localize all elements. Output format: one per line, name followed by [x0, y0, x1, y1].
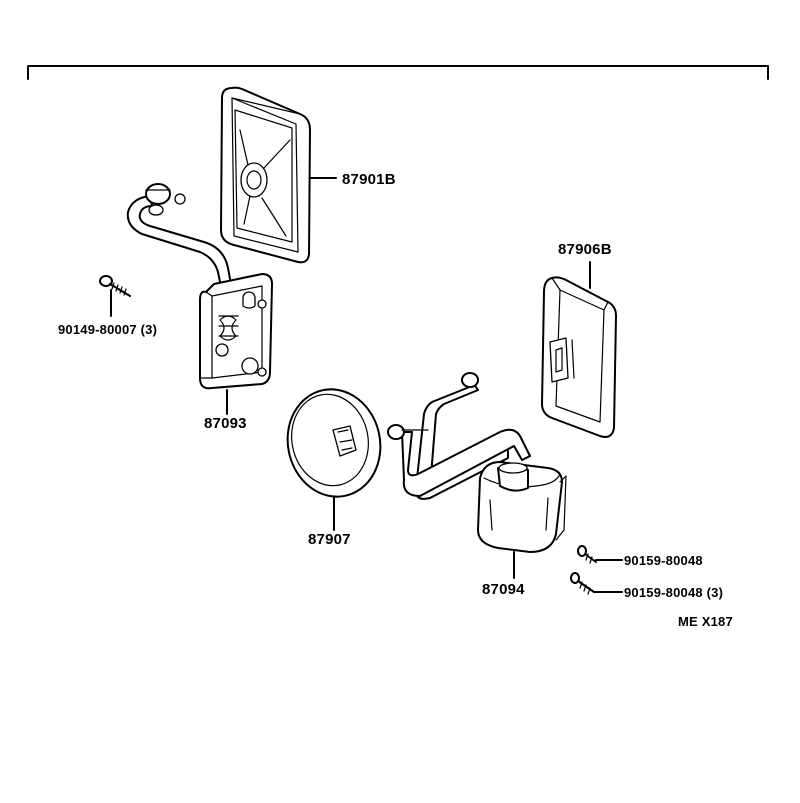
housing-87094	[387, 372, 567, 579]
screw-90149	[99, 275, 131, 317]
base-87093	[199, 273, 273, 415]
mirror-87906b	[541, 261, 617, 438]
screw-90159-a	[577, 545, 623, 564]
label-87093: 87093	[204, 415, 247, 432]
label-87901b: 87901B	[342, 171, 396, 188]
label-90159-b: 90159-80048 (3)	[624, 585, 724, 600]
label-87907: 87907	[308, 531, 351, 548]
cover-87907	[286, 388, 382, 531]
mirror-87901b	[220, 86, 337, 264]
frame-bracket	[27, 65, 769, 80]
rod-left	[126, 183, 233, 293]
label-90149: 90149-80007 (3)	[58, 322, 158, 337]
reference-code: ME X187	[678, 614, 733, 629]
label-87094: 87094	[482, 581, 525, 598]
label-90159-a: 90159-80048	[624, 553, 703, 568]
label-87906b: 87906B	[558, 241, 612, 258]
screw-90159-b	[570, 572, 623, 595]
